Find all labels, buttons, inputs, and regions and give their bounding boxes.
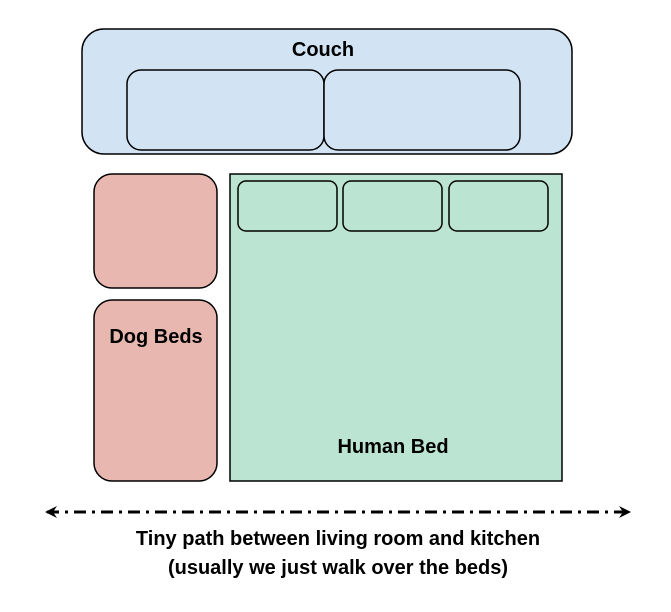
dog-beds: Dog Beds [93,173,218,482]
path-caption-line2: (usually we just walk over the beds) [168,557,508,579]
couch-label: Couch [292,39,354,61]
human-bed: Human Bed [229,173,563,482]
couch-cushion-left [126,69,325,151]
dog-bed-top [93,173,218,289]
dog-beds-label: Dog Beds [109,326,202,348]
couch-cushion-right [323,69,521,151]
human-bed-pillow-right [448,180,549,232]
human-bed-pillow-left [237,180,338,232]
couch: Couch [81,28,573,155]
human-bed-label: Human Bed [337,436,448,458]
path-indicator: Tiny path between living room and kitche… [45,506,631,579]
path-caption-line1: Tiny path between living room and kitche… [136,528,540,550]
human-bed-pillow-middle [342,180,443,232]
dog-bed-bottom [93,299,218,482]
